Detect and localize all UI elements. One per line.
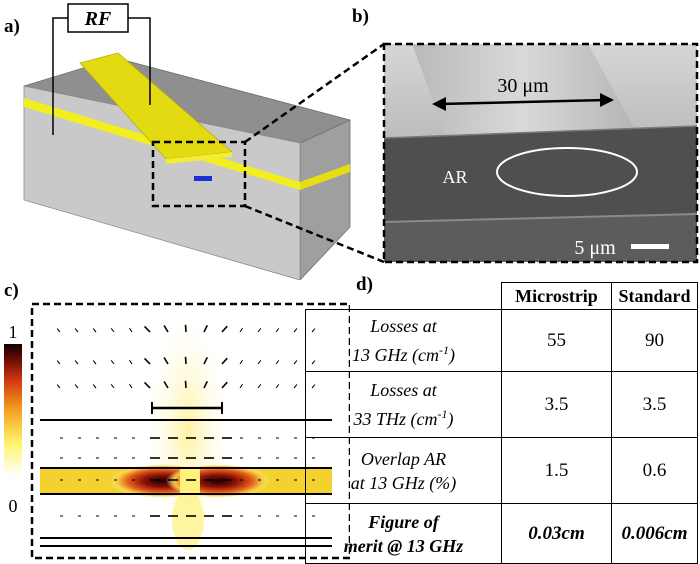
field-arrow <box>293 384 298 389</box>
active-region-stripe-side <box>300 164 350 190</box>
table-cell: 0.03cm <box>501 503 612 564</box>
field-arrow <box>163 381 169 389</box>
field-arrow <box>239 327 244 333</box>
table-cell: 1.5 <box>501 437 612 504</box>
device-front-face <box>23 85 301 280</box>
colorbar-max-label: 1 <box>9 322 18 342</box>
field-arrow <box>74 328 79 333</box>
zoom-region-box <box>151 140 247 208</box>
device-side-face <box>299 119 351 280</box>
colorbar-min-label: 0 <box>9 496 18 516</box>
field-arrow <box>128 359 133 365</box>
zoom-projection-bottom <box>244 204 385 264</box>
field-arrow <box>239 359 244 365</box>
sem-image <box>383 44 698 262</box>
field-arrow <box>184 324 187 333</box>
table-cell: 55 <box>501 309 612 372</box>
field-arrow <box>92 328 97 333</box>
column-header-microstrip: Microstrip <box>501 282 612 310</box>
field-arrow <box>56 360 61 365</box>
width-label: 30 μm <box>497 75 549 97</box>
field-arrow <box>293 360 298 365</box>
sem-frame <box>382 42 699 264</box>
field-arrow <box>257 327 262 333</box>
zoom-projection-top <box>244 42 385 144</box>
field-arrow <box>74 384 79 389</box>
table-cell: 90 <box>611 309 698 372</box>
field-arrow <box>275 360 280 365</box>
waveguide-core <box>194 176 212 181</box>
field-arrow <box>163 325 169 333</box>
active-region-label: AR <box>442 167 467 187</box>
field-arrow <box>184 380 187 389</box>
field-arrow <box>92 360 97 365</box>
field-arrow <box>275 384 280 389</box>
field-arrow <box>110 359 115 365</box>
field-arrow <box>257 383 262 389</box>
width-arrow-head-right <box>600 93 614 107</box>
field-arrow <box>128 383 133 389</box>
field-arrow <box>143 357 151 365</box>
field-arrow <box>56 328 61 333</box>
field-arrow <box>92 384 97 389</box>
field-arrow <box>275 328 280 333</box>
field-arrow <box>143 381 151 389</box>
column-header-standard: Standard <box>611 282 698 310</box>
rf-wire-right <box>128 17 151 105</box>
rf-wire-left <box>52 17 68 135</box>
field-arrow <box>293 328 298 333</box>
field-arrow <box>184 356 187 365</box>
table-cell: 3.5 <box>501 371 612 438</box>
field-arrow <box>221 325 228 333</box>
field-arrows <box>56 324 316 517</box>
field-map-figure: 1 0 <box>4 302 350 560</box>
panel-label-c: c) <box>4 280 19 301</box>
field-arrow <box>239 383 244 389</box>
microstrip-line-front <box>166 152 232 164</box>
field-map-frame <box>30 302 350 560</box>
field-arrow <box>128 327 133 333</box>
width-arrow <box>439 98 607 106</box>
active-region-center <box>180 468 200 494</box>
panel-label-a: a) <box>4 16 20 37</box>
table-cell: 3.5 <box>611 371 698 438</box>
field-glow-lower <box>172 490 204 550</box>
scale-bar <box>631 244 669 249</box>
panel-label-b: b) <box>352 6 369 27</box>
colorbar <box>4 344 22 476</box>
rf-label: RF <box>84 8 112 30</box>
table-corner <box>305 282 502 310</box>
field-arrow <box>74 360 79 365</box>
field-arrow <box>110 383 115 389</box>
field-arrow <box>203 380 209 389</box>
active-region-ellipse <box>496 147 638 197</box>
field-arrow <box>221 381 228 389</box>
field-arrow <box>221 357 228 365</box>
device-schematic-figure: RF 30 μm AR 5 μm <box>23 3 699 280</box>
width-arrow-head-left <box>432 97 446 111</box>
field-arrow <box>143 325 151 333</box>
field-arrow <box>56 384 61 389</box>
field-arrow <box>203 324 209 333</box>
field-arrow <box>110 327 115 333</box>
field-arrow <box>203 356 209 365</box>
field-arrow <box>163 357 169 365</box>
table-cell: 0.6 <box>611 437 698 504</box>
field-arrow <box>257 359 262 365</box>
scale-bar-label: 5 μm <box>574 237 616 259</box>
rf-source-box <box>67 3 129 33</box>
table-cell: 0.006cm <box>611 503 698 564</box>
